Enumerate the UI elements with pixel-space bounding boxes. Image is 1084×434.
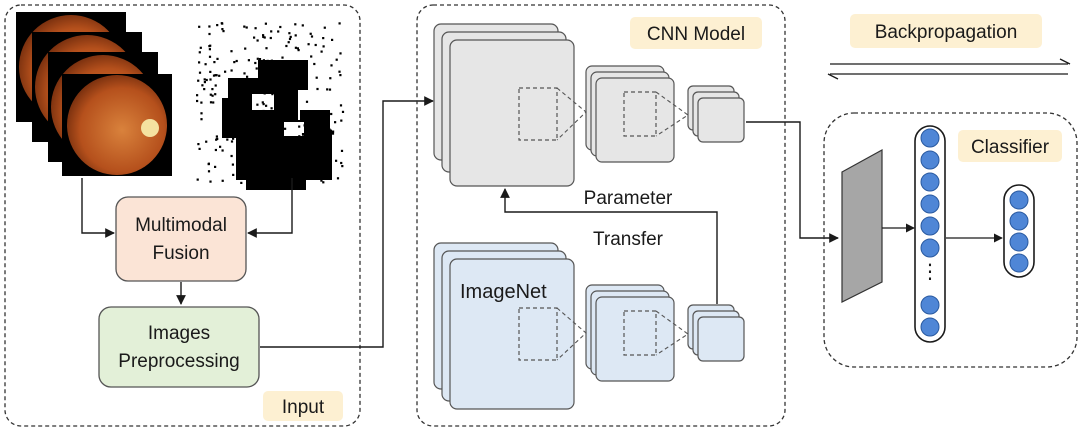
neuron [920,194,940,214]
neuron [920,238,940,258]
cnn-feature-maps-top [433,23,745,187]
preprocess-to-cnn-arrow [260,96,434,348]
cnn-to-classifier-arrow [746,121,839,243]
output-layer [1003,184,1035,278]
parameter-label: Parameter [584,188,673,209]
backpropagation-indicator: Backpropagation [827,14,1071,80]
images-preprocessing-box: Images Preprocessing [98,306,260,388]
imagenet-receptive-field-lines [556,307,689,361]
backpropagation-label: Backpropagation [875,22,1018,43]
neuron [920,317,940,337]
cnn-model-badge: CNN Model [630,17,762,49]
input-panel: Multimodal Fusion Images Preprocessing I… [4,4,361,427]
input-arrows [81,178,293,305]
neuron [920,150,940,170]
neuron [920,216,940,236]
neuron [920,172,940,192]
input-badge: Input [263,391,343,421]
neuron [920,128,940,148]
output-layer-neurons [1009,190,1029,273]
fusion-label-line2: Fusion [152,243,209,264]
neuron [1009,253,1029,273]
classifier-badge: Classifier [958,130,1062,162]
svg-text:Classifier: Classifier [971,137,1050,158]
parameter-transfer-arrow [500,188,718,304]
classifier-panel: Classifier ⋮ [823,112,1078,368]
flatten-layer [841,148,883,303]
dense-ellipsis: ⋮ [920,261,940,283]
svg-text:Input: Input [282,397,325,418]
imagenet-feature-maps [433,242,745,410]
vessel-mask-image [196,22,345,190]
dense-layer-neurons [920,128,940,337]
cnn-model-panel: CNN Model [416,4,786,427]
preprocess-label-line1: Images [148,323,210,344]
neuron [1009,190,1029,210]
cnn-receptive-field-lines-top [556,87,689,141]
preprocess-label-line2: Preprocessing [118,351,239,372]
svg-text:CNN Model: CNN Model [647,24,745,45]
imagenet-label: ImageNet [460,281,547,303]
optic-disc [141,119,159,137]
fundus-image-stack [16,12,172,176]
neuron [1009,232,1029,252]
multimodal-fusion-box: Multimodal Fusion [115,196,247,282]
transfer-label: Transfer [593,229,664,250]
fusion-label-line1: Multimodal [135,215,227,236]
neuron [1009,211,1029,231]
neuron [920,295,940,315]
